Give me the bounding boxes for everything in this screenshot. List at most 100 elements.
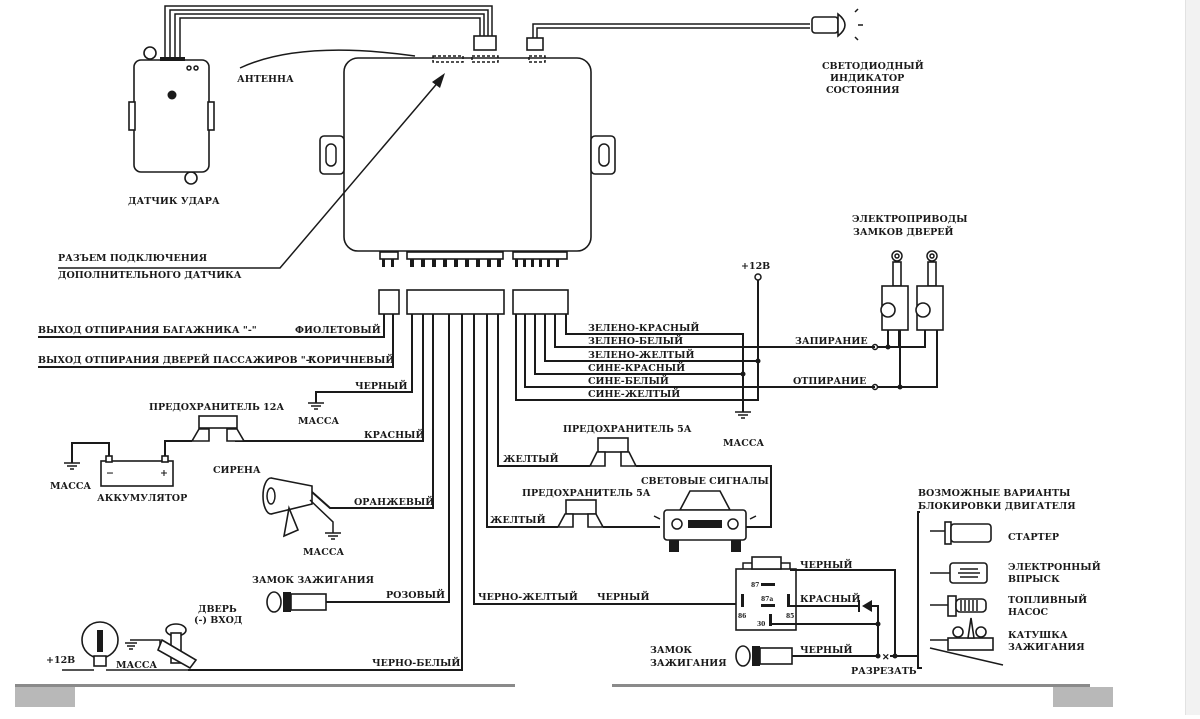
- door-ground-label: МАССА: [116, 660, 157, 671]
- lock-ground-label: МАССА: [723, 438, 764, 449]
- sensor-wire-bundle: [164, 5, 497, 58]
- wire-blue-red: СИНЕ-КРАСНЫЙ: [588, 361, 685, 374]
- siren: [262, 477, 313, 538]
- scrollbar-track[interactable]: [1185, 0, 1200, 715]
- wire-green-white: ЗЕЛЕНО-БЕЛЫЙ: [588, 334, 683, 347]
- fuse-5a-2-label: ПРЕДОХРАНИТЕЛЬ 5А: [522, 488, 651, 499]
- siren-label: СИРЕНА: [213, 465, 261, 476]
- lock-label: ЗАПИРАНИЕ: [795, 336, 868, 347]
- ignition-lock-right-icon: [735, 645, 793, 667]
- ground-symbol: [325, 532, 341, 540]
- battery-ground-wire: [71, 442, 110, 463]
- wire-black-relay: ЧЕРНЫЙ: [597, 590, 649, 603]
- fuse-12a: [190, 415, 246, 442]
- diode-icon: [858, 600, 872, 612]
- door-actuator-2: [915, 250, 944, 331]
- engine-block-label-2: БЛОКИРОВКИ ДВИГАТЕЛЯ: [918, 501, 1076, 512]
- arrow-head-icon: [432, 73, 445, 88]
- wire-yellow-1: ЖЕЛТЫЙ: [503, 452, 559, 465]
- lamp-plus12v-label: +12В: [46, 655, 75, 666]
- led-indicator: [526, 8, 863, 51]
- wire-violet: ФИОЛЕТОВЫЙ: [295, 323, 381, 336]
- fuel-pump-label-1: ТОПЛИВНЫЙ: [1008, 593, 1087, 606]
- injection-label-2: ВПРЫСК: [1008, 574, 1060, 585]
- door-actuators-label-1: ЭЛЕКТРОПРИВОДЫ: [852, 214, 968, 225]
- relay-pin-30: 30: [757, 621, 765, 628]
- door-actuators-label-2: ЗАМКОВ ДВЕРЕЙ: [853, 225, 953, 238]
- led-label-1: СВЕТОДИОДНЫЙ: [822, 59, 924, 72]
- wire-green-red: ЗЕЛЕНО-КРАСНЫЙ: [588, 321, 699, 334]
- battery: [100, 455, 174, 487]
- relay-black-wire: [790, 569, 896, 656]
- plus12v-label: +12В: [741, 261, 770, 272]
- relay-pin-85: 85: [786, 613, 794, 620]
- battery-minus-sign: −: [106, 468, 114, 479]
- antenna-label: АНТЕННА: [237, 74, 294, 85]
- ignition-lock-icon: [266, 591, 327, 613]
- starter-icon: [930, 521, 992, 545]
- ground-symbol: [735, 411, 751, 419]
- wire-orange: ОРАНЖЕВЫЙ: [354, 495, 434, 508]
- coil-label-1: КАТУШКА: [1008, 630, 1068, 641]
- wire-yellow-2: ЖЕЛТЫЙ: [490, 513, 546, 526]
- battery-ground-label: МАССА: [50, 481, 91, 492]
- wire-black-white: ЧЕРНО-БЕЛЫЙ: [372, 656, 460, 669]
- coil-label-2: ЗАЖИГАНИЯ: [1008, 642, 1085, 653]
- cut-mark-icon: ✕: [882, 653, 890, 663]
- door-label-2: (-) ВХОД: [194, 615, 242, 626]
- ignition-lock-right-label-1: ЗАМОК: [650, 645, 692, 656]
- door-switch-icon: [156, 623, 198, 670]
- extra-sensor-arrow: [58, 79, 441, 269]
- diode-wire: [872, 605, 879, 656]
- relay-pin-87a: 87a: [761, 596, 773, 603]
- passenger-doors-wire: [38, 314, 394, 368]
- wire-blue-white: СИНЕ-БЕЛЫЙ: [588, 374, 669, 387]
- ignition-lock-label: ЗАМОК ЗАЖИГАНИЯ: [252, 575, 374, 586]
- terminal-icon: [754, 273, 762, 281]
- black-ground-wire: [315, 314, 413, 403]
- door-label-1: ДВЕРЬ: [198, 604, 237, 615]
- relay: [735, 556, 797, 631]
- battery-label: АККУМУЛЯТОР: [97, 493, 187, 504]
- black-yellow-wire: [473, 314, 742, 605]
- injection-icon: [930, 562, 988, 584]
- wire-black-yellow: ЧЕРНО-ЖЕЛТЫЙ: [478, 590, 578, 603]
- black-white-wire: [188, 314, 463, 671]
- wire-red: КРАСНЫЙ: [364, 428, 424, 441]
- yellow-wire-1b: [636, 465, 772, 528]
- extra-sensor-label-2: ДОПОЛНИТЕЛЬНОГО ДАТЧИКА: [58, 270, 242, 281]
- wire-brown: КОРИЧНЕВЫЙ: [308, 353, 394, 366]
- passenger-doors-label: ВЫХОД ОТПИРАНИЯ ДВЕРЕЙ ПАССАЖИРОВ "-": [38, 353, 315, 366]
- fuel-pump-label-2: НАСОС: [1008, 607, 1049, 618]
- siren-ground-label: МАССА: [303, 547, 344, 558]
- fuel-pump-icon: [930, 595, 987, 617]
- fuse-5a-2: [556, 499, 605, 528]
- yellow-wire-1: [497, 314, 590, 467]
- injection-label-1: ЭЛЕКТРОННЫЙ: [1008, 560, 1101, 573]
- engine-block-bracket: [917, 511, 922, 669]
- fuse-5a-1: [588, 437, 638, 467]
- door-lock-wires: [515, 280, 875, 412]
- antenna-wire: [239, 49, 416, 69]
- led-label-3: СОСТОЯНИЯ: [826, 85, 899, 96]
- orange-wire: [311, 314, 434, 509]
- siren-ground-wire: [309, 499, 334, 533]
- light-signals-label: СВЕТОВЫЕ СИГНАЛЫ: [641, 476, 769, 487]
- shock-sensor: [128, 46, 215, 185]
- ground-symbol: [64, 462, 80, 470]
- ground-label: МАССА: [298, 416, 339, 427]
- wire-black-relay-top: ЧЕРНЫЙ: [800, 558, 852, 571]
- relay-pin-86: 86: [738, 613, 746, 620]
- door-actuator-1: [880, 250, 909, 331]
- wire-green-yellow: ЗЕЛЕНО-ЖЕЛТЫЙ: [588, 348, 695, 361]
- fuse-12a-label: ПРЕДОХРАНИТЕЛЬ 12А: [149, 402, 284, 413]
- pink-wire: [326, 314, 450, 603]
- wire-black-ignition: ЧЕРНЫЙ: [800, 643, 852, 656]
- ground-symbol: [308, 402, 324, 410]
- battery-plus-sign: +: [160, 468, 168, 479]
- yellow-wire-2: [486, 314, 558, 528]
- relay-pin-87: 87: [751, 582, 759, 589]
- starter-label: СТАРТЕР: [1008, 532, 1059, 543]
- door-ground-wire: [130, 639, 161, 645]
